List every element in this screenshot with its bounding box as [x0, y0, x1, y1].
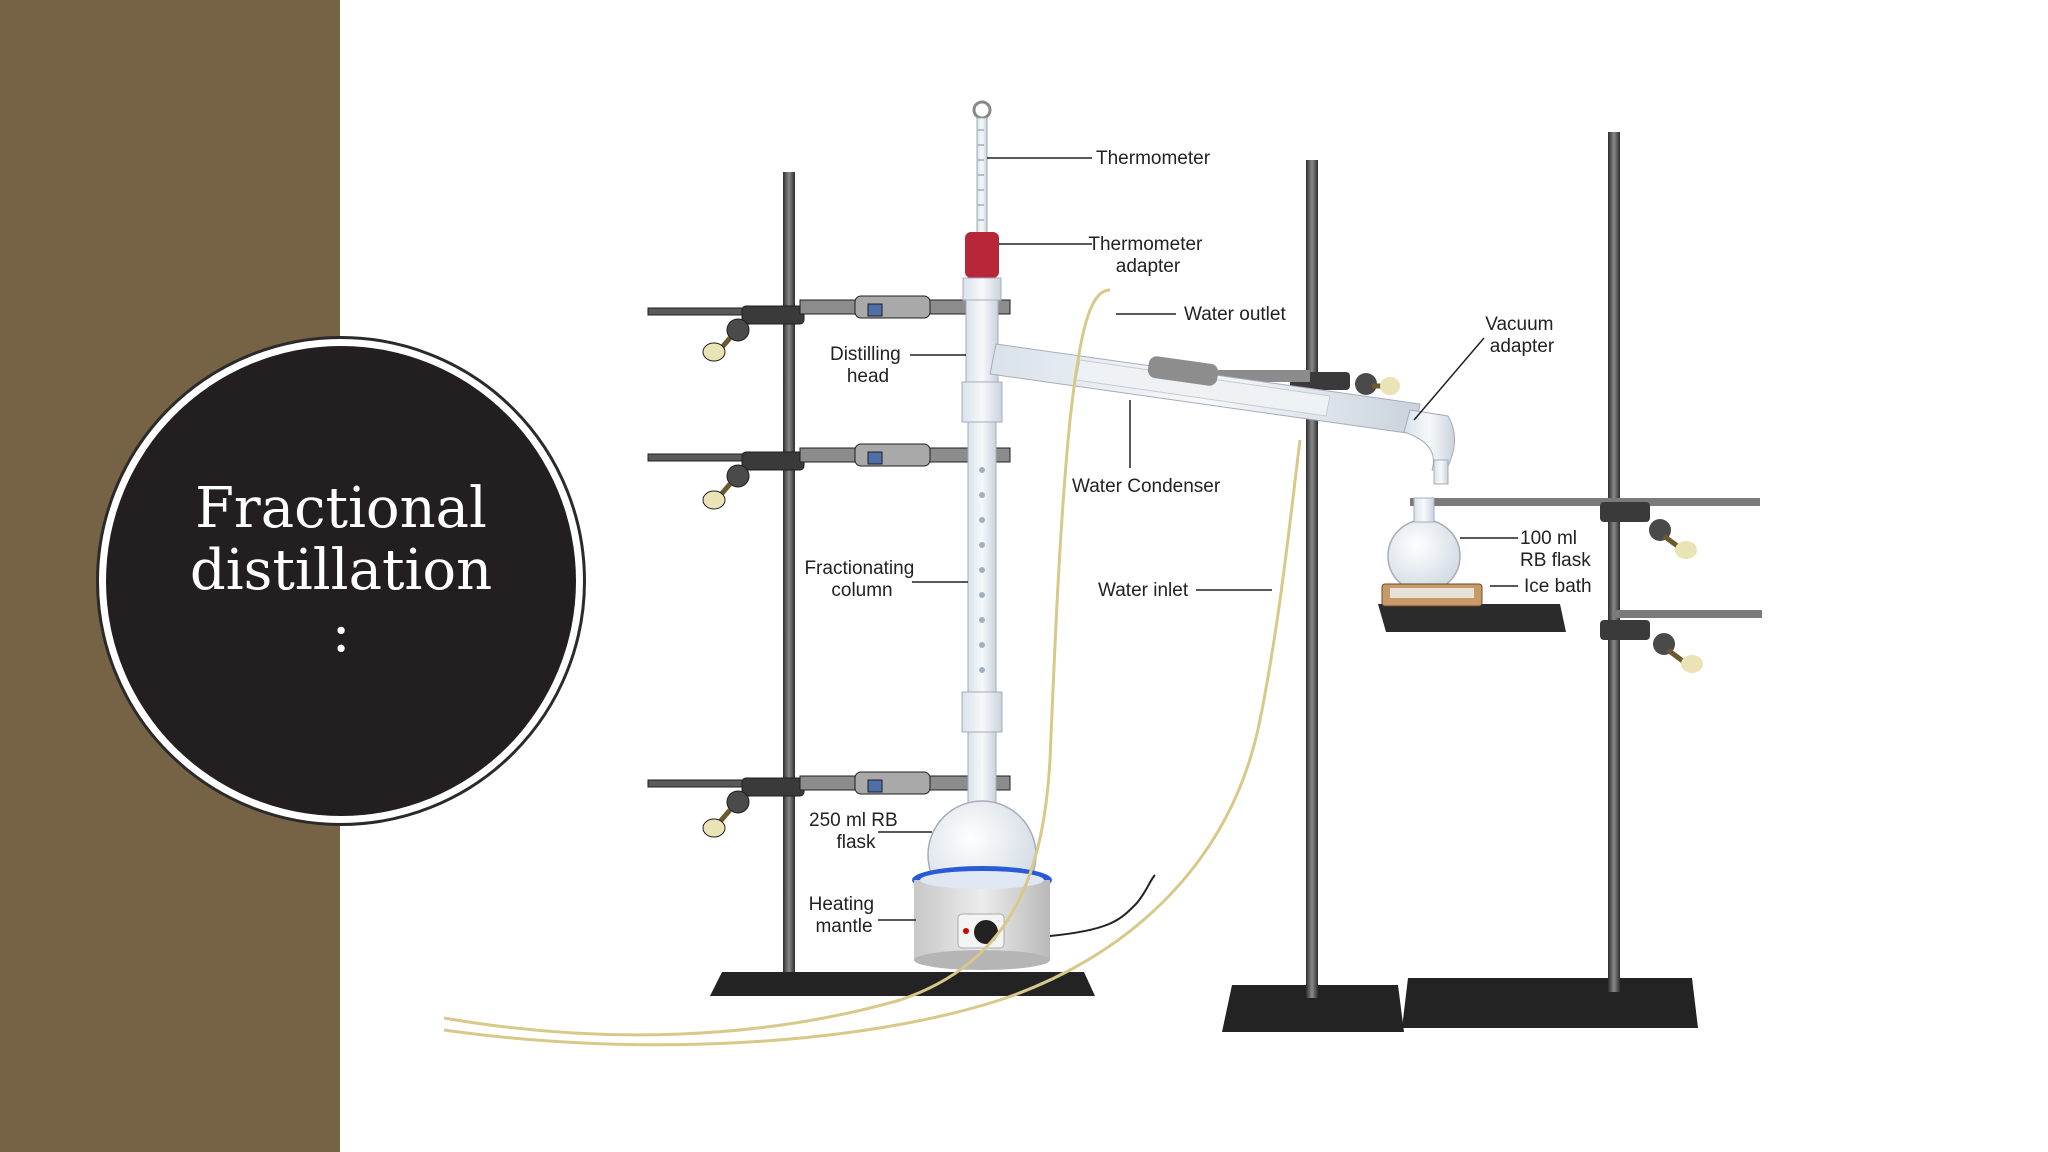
label-heating-mantle: Heating mantle [809, 894, 880, 937]
left-stand-base [710, 972, 1095, 996]
label-water-inlet: Water inlet [1098, 580, 1189, 601]
label-thermometer: Thermometer [1096, 148, 1211, 169]
label-thermometer-adapter: Thermometer adapter [1088, 234, 1207, 277]
vacuum-adapter-outlet [1433, 459, 1449, 485]
title-line-1: Fractional [195, 476, 487, 541]
title-line-2: distillation [189, 538, 493, 603]
diagram-labels: Thermometer Thermometer adapter Water ou… [804, 148, 1591, 937]
slide-title: Fractional distillation : [136, 478, 546, 664]
label-fractionating-column: Fractionating column [804, 558, 919, 601]
leader-lines [878, 157, 1518, 921]
ice-bath [1378, 583, 1566, 632]
label-100ml-flask: 100 ml RB flask [1520, 528, 1591, 571]
label-ice-bath: Ice bath [1524, 576, 1592, 597]
title-line-3: : [331, 600, 351, 665]
stand-bases [710, 972, 1698, 1032]
label-water-condenser: Water Condenser [1072, 476, 1221, 497]
left-stand-rod [783, 172, 795, 972]
flask-100ml-neck [1413, 497, 1435, 523]
right-stand-clamps [1410, 498, 1762, 673]
water-inlet-tube [443, 439, 1302, 1047]
water-outlet-tube [443, 288, 1111, 1037]
thermometer-adapter [965, 232, 999, 278]
fractionating-column [961, 277, 1003, 813]
label-vacuum-adapter: Vacuum adapter [1485, 314, 1559, 357]
right-stand-rod [1608, 132, 1620, 992]
middle-stand-base [1222, 985, 1404, 1032]
right-stand-base [1402, 978, 1698, 1028]
left-stand-clamps [647, 295, 1011, 838]
water-condenser [989, 343, 1421, 435]
label-water-outlet: Water outlet [1184, 304, 1286, 325]
power-cord [1049, 874, 1156, 937]
title-circle [106, 346, 576, 816]
label-250ml-flask: 250 ml RB flask [809, 810, 903, 853]
middle-stand-rod [1306, 160, 1318, 998]
flask-100ml [1387, 519, 1461, 593]
heating-mantle [912, 866, 1052, 970]
label-distilling-head: Distilling head [830, 344, 906, 387]
